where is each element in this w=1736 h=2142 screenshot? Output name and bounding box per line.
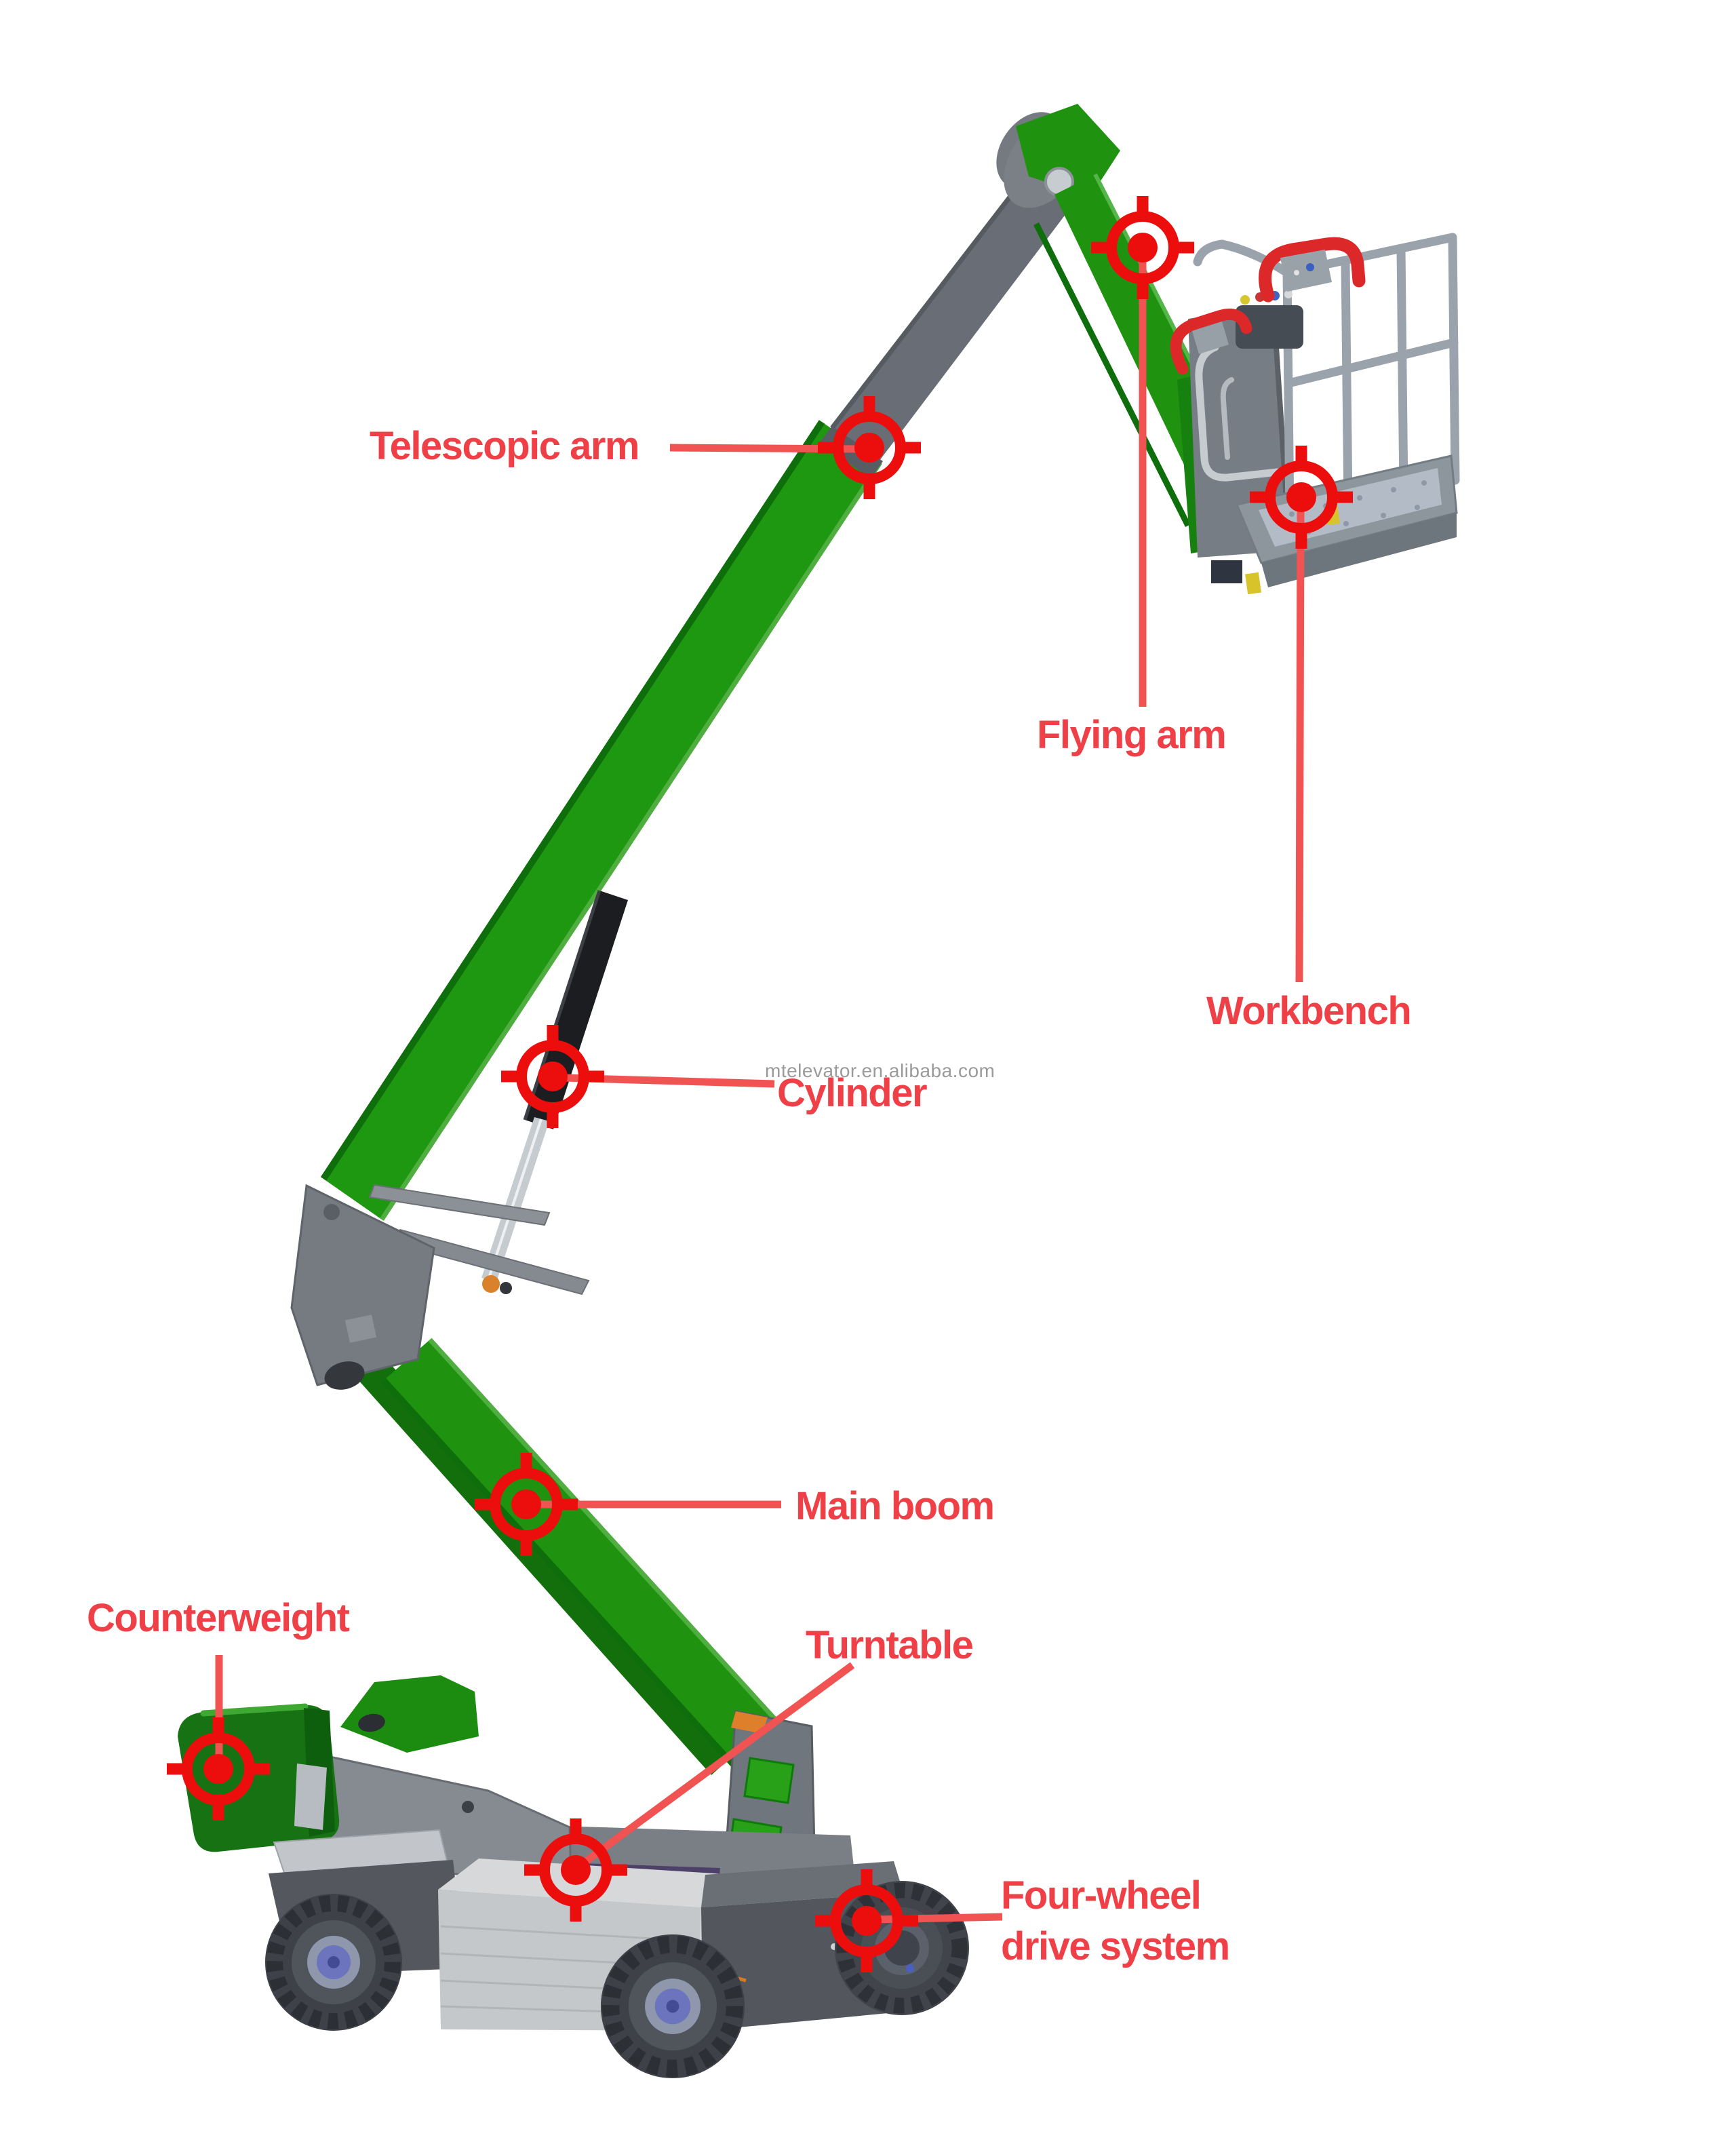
label-workbench: Workbench — [1206, 989, 1412, 1033]
leader-lines — [215, 260, 1305, 1924]
grab-rail — [1195, 343, 1282, 482]
label-counterweight: Counterweight — [87, 1596, 350, 1640]
workbench-graphic — [1170, 233, 1460, 595]
label-four-wheel-line1: Four-wheel — [1001, 1873, 1202, 1917]
label-four-wheel-line2: drive system — [1001, 1924, 1230, 1969]
label-main-boom: Main boom — [795, 1484, 995, 1528]
wheel-front — [600, 1934, 745, 2079]
floor-mesh-dots — [1289, 480, 1427, 534]
control-console — [1236, 305, 1303, 349]
watermark-text: mtelevator.en.alibaba.com — [765, 1060, 995, 1081]
red-handle-right — [1259, 237, 1366, 303]
elbow-green-cap — [1016, 104, 1120, 197]
telescopic-arm-graphic — [320, 104, 1120, 1221]
leader-turntable — [575, 1662, 855, 1871]
main-boom-graphic — [334, 1330, 806, 1795]
platform-foot — [1245, 572, 1261, 595]
knuckle-graphic — [290, 1184, 590, 1390]
label-flying-arm: Flying arm — [1037, 713, 1227, 757]
marker-cylinder — [501, 1025, 604, 1128]
red-handle-left — [1170, 308, 1252, 375]
label-turntable: Turntable — [806, 1623, 974, 1667]
counterweight-panel — [294, 1764, 327, 1830]
cage-rails — [1193, 233, 1460, 522]
label-four-wheel-drive-system: Four-wheel drive system — [1001, 1870, 1230, 1972]
leader-workbench — [1295, 510, 1305, 983]
wheel-left — [265, 1894, 402, 2031]
label-telescopic-arm: Telescopic arm — [370, 424, 640, 468]
label-cylinder: Cylinder — [777, 1071, 928, 1115]
